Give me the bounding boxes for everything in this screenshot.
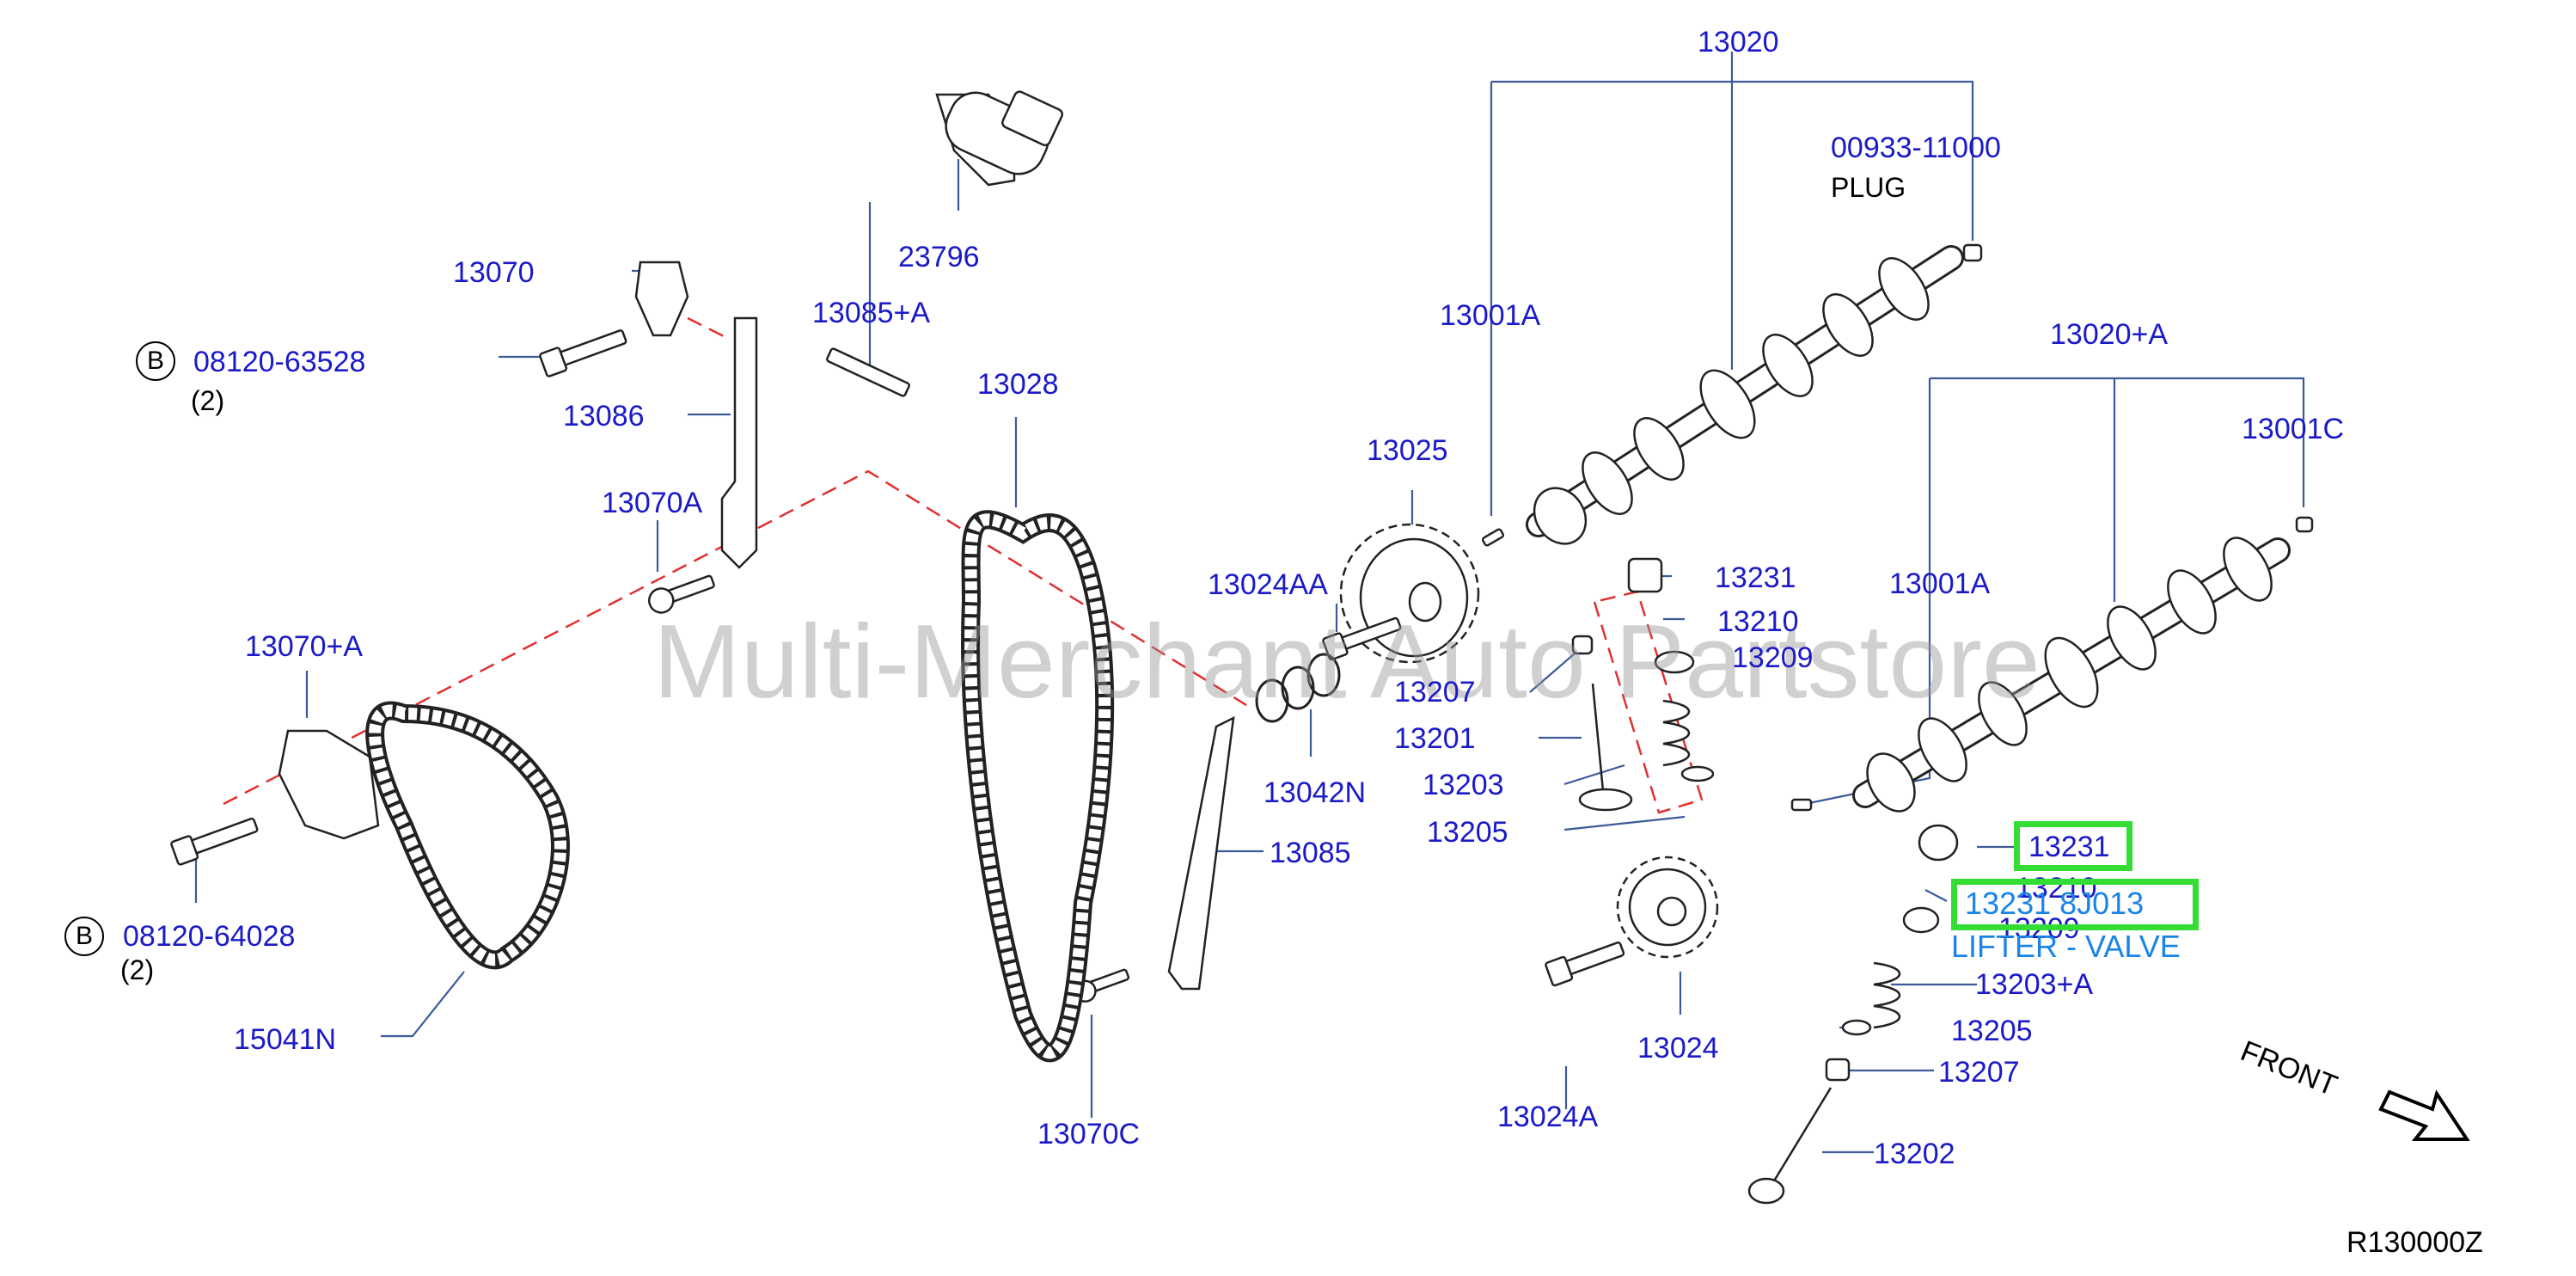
part-label-13001a-top[interactable]: 13001A bbox=[1440, 299, 1541, 332]
part-label-23796[interactable]: 23796 bbox=[898, 241, 980, 273]
part-label-13028[interactable]: 13028 bbox=[977, 368, 1059, 401]
quantity-label-lower: (2) bbox=[120, 954, 155, 985]
plug-label: PLUG bbox=[1831, 172, 1906, 203]
part-label-13086[interactable]: 13086 bbox=[563, 400, 645, 432]
part-label-13201[interactable]: 13201 bbox=[1394, 722, 1476, 755]
part-label-13207-bottom[interactable]: 13207 bbox=[1938, 1056, 2020, 1089]
highlight-part-number[interactable]: 13231 bbox=[2028, 831, 2110, 863]
part-label-13024[interactable]: 13024 bbox=[1637, 1032, 1719, 1064]
part-label-13209-top[interactable]: 13209 bbox=[1732, 641, 1814, 674]
quantity-label-upper: (2) bbox=[191, 385, 225, 416]
crank-sprocket bbox=[1616, 856, 1719, 959]
part-label-13205-top[interactable]: 13205 bbox=[1427, 816, 1508, 849]
front-arrow bbox=[2378, 1089, 2470, 1141]
part-label-13202[interactable]: 13202 bbox=[1874, 1138, 1955, 1170]
leader-lines bbox=[194, 52, 2305, 1154]
part-label-13210-top[interactable]: 13210 bbox=[1717, 605, 1799, 638]
part-label-13203-a[interactable]: 13203+A bbox=[1975, 968, 2094, 1001]
part-label-13085[interactable]: 13085 bbox=[1270, 837, 1351, 869]
part-label-00933-11000[interactable]: 00933-11000 bbox=[1831, 132, 2001, 164]
part-label-13231-top[interactable]: 13231 bbox=[1715, 561, 1796, 594]
part-label-13025[interactable]: 13025 bbox=[1367, 434, 1448, 467]
part-label-13085-a[interactable]: 13085+A bbox=[812, 297, 931, 329]
seal-rings bbox=[1255, 653, 1341, 723]
part-label-13024aa[interactable]: 13024AA bbox=[1208, 568, 1328, 601]
part-label-13070[interactable]: 13070 bbox=[453, 256, 535, 289]
highlight-box-part-code[interactable] bbox=[1951, 879, 2199, 930]
bolts bbox=[170, 329, 1625, 1003]
part-label-13070-a[interactable]: 13070+A bbox=[245, 630, 364, 663]
part-label-13070a[interactable]: 13070A bbox=[602, 487, 703, 519]
part-label-13070c[interactable]: 13070C bbox=[1037, 1118, 1141, 1150]
bolt-marker-lower: B bbox=[64, 917, 104, 956]
part-label-13203[interactable]: 13203 bbox=[1423, 769, 1504, 801]
part-label-08120-64028[interactable]: 08120-64028 bbox=[123, 920, 296, 953]
reference-code: R130000Z bbox=[2347, 1226, 2483, 1259]
part-label-13001a-right[interactable]: 13001A bbox=[1889, 567, 1991, 600]
watermark: Multi-Merchant Auto Partstore bbox=[653, 603, 2041, 720]
part-label-13042n[interactable]: 13042N bbox=[1264, 776, 1367, 809]
camshaft-lower bbox=[1790, 516, 2314, 813]
dashed-guide-lines bbox=[223, 316, 1704, 814]
part-label-13207-top[interactable]: 13207 bbox=[1394, 676, 1476, 709]
highlight-box-part-number[interactable] bbox=[2014, 821, 2132, 871]
part-label-13020[interactable]: 13020 bbox=[1698, 26, 1779, 58]
part-label-13001c[interactable]: 13001C bbox=[2242, 413, 2345, 445]
cam-sensor bbox=[945, 90, 1064, 175]
bolt-marker-upper: B bbox=[136, 341, 175, 381]
part-label-08120-63528[interactable]: 08120-63528 bbox=[193, 346, 366, 378]
part-label-13024a[interactable]: 13024A bbox=[1497, 1101, 1599, 1133]
camshaft-upper bbox=[1526, 243, 1983, 545]
part-label-13210-bottom[interactable]: 13210 bbox=[2016, 872, 2097, 905]
part-label-13020-a[interactable]: 13020+A bbox=[2050, 318, 2169, 351]
timing-chains bbox=[365, 510, 1115, 1063]
valve-train bbox=[1571, 557, 1959, 1205]
highlight-part-code[interactable]: 13231 8J013 bbox=[1965, 886, 2145, 921]
highlight-part-description: LIFTER - VALVE bbox=[1951, 929, 2181, 964]
part-label-13205-bottom[interactable]: 13205 bbox=[1951, 1015, 2033, 1047]
part-label-15041n[interactable]: 15041N bbox=[234, 1023, 337, 1056]
